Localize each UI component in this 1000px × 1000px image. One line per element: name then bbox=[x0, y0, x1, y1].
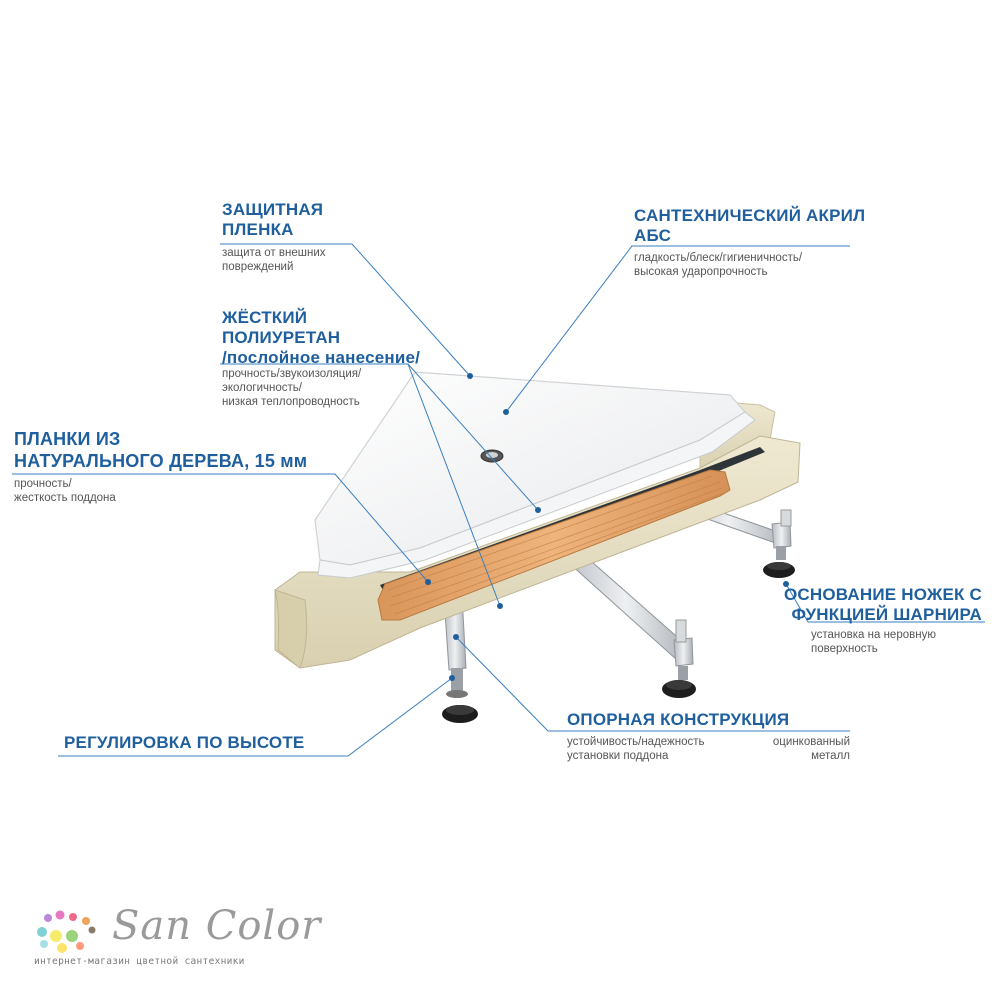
shower-tray bbox=[274, 371, 801, 669]
label-planks-title-line1: ПЛАНКИ ИЗ bbox=[14, 429, 121, 449]
label-support-material-line1: оцинкованный bbox=[772, 736, 850, 748]
wood-grain bbox=[387, 475, 725, 615]
foot-right bbox=[763, 509, 795, 578]
leader-legs bbox=[785, 583, 985, 623]
label-polyurethane-desc-line1: прочность/звукоизоляция/ bbox=[222, 368, 362, 380]
label-acrylic-desc: гладкость/блеск/гигиеничность/ высокая у… bbox=[634, 251, 802, 279]
leader-film bbox=[220, 243, 471, 377]
label-planks-title: ПЛАНКИ ИЗ НАТУРАЛЬНОГО ДЕРЕВА, 15 мм bbox=[14, 428, 307, 472]
leader-acrylic bbox=[505, 245, 850, 413]
label-planks-desc-line1: прочность/ bbox=[14, 478, 72, 490]
label-polyurethane-title-line2: ПОЛИУРЕТАН bbox=[222, 328, 341, 347]
label-film-desc-line2: повреждений bbox=[222, 261, 294, 273]
label-polyurethane-desc: прочность/звукоизоляция/ экологичность/ … bbox=[222, 367, 361, 409]
leader-planks bbox=[12, 473, 429, 583]
leader-lines bbox=[12, 243, 985, 757]
leader-height bbox=[58, 677, 453, 757]
label-polyurethane-title: ЖЁСТКИЙ ПОЛИУРЕТАН /послойное нанесение/ bbox=[222, 308, 420, 368]
label-film-title-line2: ПЛЕНКА bbox=[222, 220, 294, 239]
label-support-material-line2: металл bbox=[811, 750, 850, 762]
label-legs-desc-line2: поверхность bbox=[811, 643, 878, 655]
label-legs-title: ОСНОВАНИЕ НОЖЕК С ФУНКЦИЕЙ ШАРНИРА bbox=[784, 585, 982, 625]
label-acrylic-desc-line1: гладкость/блеск/гигиеничность/ bbox=[634, 252, 803, 264]
polyurethane-cut-edge bbox=[274, 589, 308, 669]
foot-front bbox=[662, 619, 696, 698]
adjustable-feet bbox=[442, 509, 795, 723]
brand-logo-dots bbox=[37, 910, 96, 953]
label-legs-title-line1: ОСНОВАНИЕ НОЖЕК С bbox=[783, 585, 982, 604]
foot-left bbox=[442, 668, 478, 723]
label-polyurethane-title-line3: /послойное нанесение/ bbox=[222, 348, 421, 367]
label-support-title: ОПОРНАЯ КОНСТРУКЦИЯ bbox=[567, 710, 790, 729]
label-film-desc-line1: защита от внешних bbox=[222, 247, 326, 259]
label-film-desc: защита от внешних повреждений bbox=[222, 246, 326, 274]
label-support-material: оцинкованный металл bbox=[773, 735, 850, 763]
label-acrylic-desc-line2: высокая ударопрочность bbox=[634, 266, 768, 278]
label-planks-desc-line2: жесткость поддона bbox=[14, 492, 116, 504]
label-support-desc: устойчивость/надежность установки поддон… bbox=[567, 735, 705, 763]
label-support-desc-line1: устойчивость/надежность bbox=[567, 736, 705, 748]
leader-support bbox=[455, 636, 850, 732]
brand-name: San Color bbox=[112, 903, 322, 949]
label-polyurethane-title-line1: ЖЁСТКИЙ bbox=[222, 308, 308, 327]
label-planks-desc: прочность/ жесткость поддона bbox=[14, 477, 116, 505]
label-height-title: РЕГУЛИРОВКА ПО ВЫСОТЕ bbox=[64, 733, 305, 752]
label-legs-desc: установка на неровную поверхность bbox=[811, 628, 936, 656]
label-film-title-line1: ЗАЩИТНАЯ bbox=[222, 200, 324, 219]
label-legs-desc-line1: установка на неровную bbox=[811, 629, 936, 641]
wood-plank bbox=[377, 469, 731, 621]
label-legs-title-line2: ФУНКЦИЕЙ ШАРНИРА bbox=[791, 605, 982, 624]
leader-polyurethane-2 bbox=[407, 363, 501, 607]
acrylic-edge bbox=[317, 411, 756, 579]
label-acrylic-title-line1: САНТЕХНИЧЕСКИЙ АКРИЛ bbox=[634, 206, 866, 225]
label-acrylic-title-line2: АБС bbox=[634, 226, 672, 245]
label-support-desc-line2: установки поддона bbox=[567, 750, 669, 762]
label-polyurethane-desc-line3: низкая теплопроводность bbox=[222, 396, 360, 408]
label-acrylic-title: САНТЕХНИЧЕСКИЙ АКРИЛ АБС bbox=[634, 206, 865, 246]
label-film-title: ЗАЩИТНАЯ ПЛЕНКА bbox=[222, 200, 323, 240]
brand-tagline: интернет-магазин цветной сантехники bbox=[34, 956, 245, 967]
label-planks-title-line2: НАТУРАЛЬНОГО ДЕРЕВА, 15 мм bbox=[14, 451, 308, 471]
label-polyurethane-desc-line2: экологичность/ bbox=[222, 382, 302, 394]
